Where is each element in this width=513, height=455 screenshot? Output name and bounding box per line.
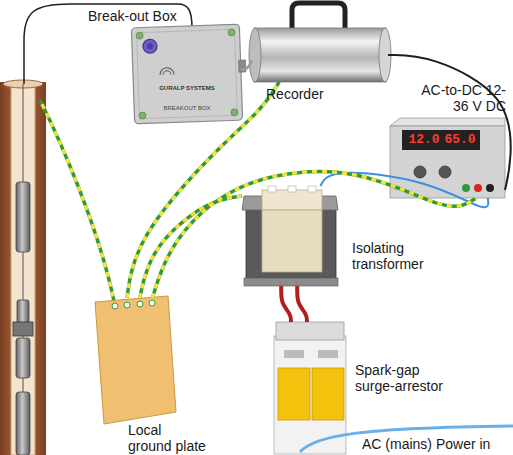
ground-plate: Local ground plate	[93, 298, 178, 422]
cable-wire	[140, 196, 242, 298]
plate-lug	[124, 302, 130, 308]
supply-front	[390, 126, 505, 198]
borehole-sensor	[17, 300, 29, 324]
display-reading: 12.0	[407, 132, 441, 147]
coil-terminal	[308, 186, 316, 192]
cable-wire	[297, 286, 307, 322]
recorder-handle	[292, 3, 345, 28]
display-reading: 65.0	[443, 132, 477, 147]
maker-logo	[160, 67, 174, 74]
device-caption: Recorder	[266, 86, 324, 102]
borehole-rock	[0, 82, 46, 455]
ground-wire-stripe	[40, 100, 115, 306]
connector-socket	[143, 39, 157, 53]
arrestor-module	[278, 368, 310, 420]
cable	[241, 60, 252, 69]
device-caption: Isolating transformer	[352, 240, 437, 272]
cable-wire	[153, 172, 477, 298]
screw	[231, 109, 238, 116]
device-caption: Local ground plate	[128, 422, 206, 454]
borehole-sensor	[16, 338, 30, 378]
cable-wire	[320, 173, 488, 207]
cable	[140, 196, 242, 298]
coil-terminal	[268, 186, 276, 192]
cable-wire	[140, 196, 242, 298]
coil-bobbin	[262, 190, 322, 210]
ground-plate-shape	[95, 296, 176, 424]
borehole-sensor	[16, 182, 30, 252]
supply-top	[390, 118, 505, 126]
connector-socket	[239, 60, 246, 72]
transformer-coil	[262, 210, 322, 272]
ground-plate-body	[95, 296, 176, 424]
plate-lug	[112, 303, 118, 309]
cable-wire	[153, 172, 477, 298]
cable	[153, 172, 477, 298]
connector-pin	[147, 43, 153, 49]
screw	[136, 32, 143, 39]
maker-name: GURALP SYSTEMS	[158, 84, 216, 92]
surge-arrestor-body	[274, 322, 346, 454]
ground-wire	[40, 100, 115, 306]
cable	[320, 173, 488, 207]
supply-knob	[414, 166, 426, 178]
device-caption: Spark-gap surge-arrestor	[355, 362, 453, 394]
cable	[388, 55, 511, 190]
recorder-endcap	[249, 28, 261, 82]
borehole-casing	[11, 82, 35, 455]
isolating-transformer: Isolating transformer	[242, 186, 340, 286]
cable-wire	[388, 55, 511, 190]
breakout-panel	[137, 29, 238, 118]
cable-wire	[241, 60, 252, 69]
power-input-label: AC (mains) Power in	[362, 436, 490, 452]
cable-wire	[281, 286, 291, 322]
plate-lug	[149, 300, 155, 306]
screw	[139, 112, 146, 119]
cable	[127, 82, 279, 298]
cable-wire	[127, 82, 279, 298]
recorder: Recorder	[252, 28, 388, 82]
transformer-body	[242, 186, 338, 286]
supply-terminal	[462, 184, 470, 192]
surge-arrestor: Spark-gap surge-arrestor	[272, 322, 348, 455]
device-marking: BREAKOUT BOX	[152, 104, 222, 112]
arrestor-module	[312, 368, 344, 420]
supply-display	[402, 130, 480, 150]
device-caption: AC-to-DC 12-36 V DC	[418, 82, 506, 114]
plate-lug	[137, 301, 143, 307]
device-caption: Break-out Box	[88, 8, 177, 24]
power-supply-body	[390, 118, 505, 198]
arrestor-terminals	[276, 322, 344, 340]
recorder-endcap	[379, 28, 391, 82]
screw	[228, 29, 235, 36]
transformer-foot	[244, 278, 338, 286]
breakout-casing	[131, 24, 242, 124]
cable-wire	[127, 82, 279, 298]
supply-terminal	[474, 184, 482, 192]
transformer-core	[246, 200, 336, 280]
arrestor-window	[318, 350, 338, 358]
sensor-clamp	[13, 322, 33, 336]
arrestor-window	[284, 350, 304, 358]
coil-terminal	[288, 186, 296, 192]
power-supply: AC-to-DC 12-36 V DC	[390, 118, 505, 198]
recorder-body	[249, 3, 391, 82]
borehole-sensor	[16, 392, 30, 455]
breakout-box-body	[131, 24, 247, 124]
borehole	[0, 80, 46, 455]
recorder-cylinder	[254, 28, 386, 82]
mains-cable	[300, 426, 513, 452]
supply-terminal	[486, 184, 494, 192]
supply-knob	[439, 166, 451, 178]
cable	[281, 286, 307, 322]
